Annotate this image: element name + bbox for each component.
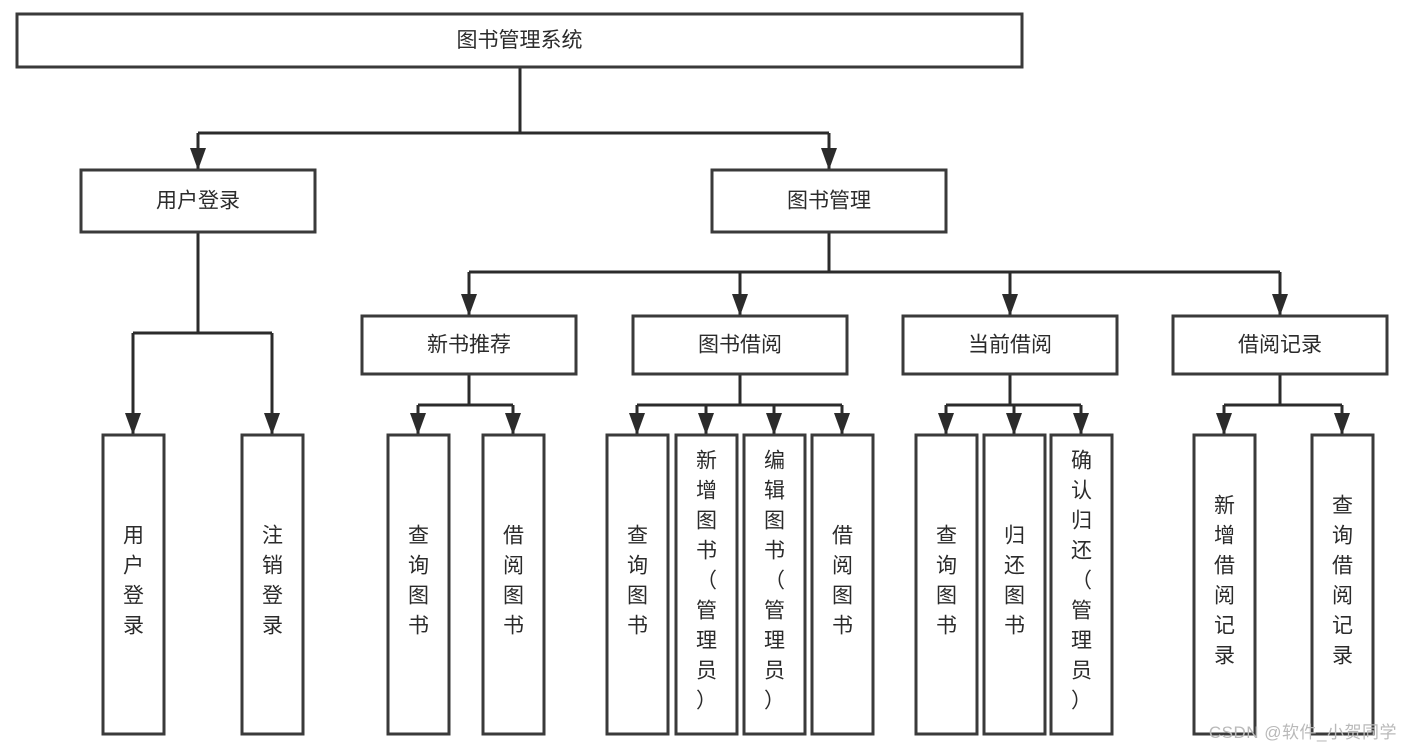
leaf-query-book-cur-node[interactable]: 查询图书: [914, 433, 979, 736]
user-login-label: 用户登录: [156, 190, 240, 213]
arrow-head-icon: [1334, 413, 1350, 435]
leaf-user-login-label: 用户登录: [123, 525, 144, 638]
leaf-confirm-return-admin-node[interactable]: 确认归还（管理员）: [1049, 433, 1114, 736]
connector-layer: [125, 67, 1350, 435]
arrow-head-icon: [629, 413, 645, 435]
arrow-head-icon: [505, 413, 521, 435]
arrow-head-icon: [821, 148, 837, 170]
leaf-query-book-rec-label: 查询图书: [408, 525, 429, 638]
leaf-query-borrow-record-node[interactable]: 查询借阅记录: [1310, 433, 1375, 736]
new-book-recommend-label: 新书推荐: [427, 334, 511, 357]
leaf-logout-node[interactable]: 注销登录: [240, 433, 305, 736]
borrow-record-node[interactable]: 借阅记录: [1171, 314, 1389, 376]
leaf-add-borrow-record-box[interactable]: [1192, 433, 1257, 736]
book-borrow-label: 图书借阅: [698, 334, 782, 357]
leaf-return-book-box[interactable]: [982, 433, 1047, 736]
arrow-head-icon: [1216, 413, 1232, 435]
current-borrow-box[interactable]: [901, 314, 1119, 376]
book-management-label: 图书管理: [787, 190, 871, 213]
book-management-box[interactable]: [710, 168, 948, 234]
leaf-add-book-admin-label: 新增图书（管理员）: [696, 450, 717, 713]
leaf-query-book-cur-box[interactable]: [914, 433, 979, 736]
arrow-head-icon: [190, 148, 206, 170]
leaf-add-book-admin-node[interactable]: 新增图书（管理员）: [674, 433, 739, 736]
leaf-edit-book-admin-box[interactable]: [742, 433, 807, 736]
arrow-head-icon: [1073, 413, 1089, 435]
leaf-query-book-node[interactable]: 查询图书: [605, 433, 670, 736]
book-borrow-node[interactable]: 图书借阅: [631, 314, 849, 376]
leaf-edit-book-admin-node[interactable]: 编辑图书（管理员）: [742, 433, 807, 736]
leaf-query-book-box[interactable]: [605, 433, 670, 736]
arrow-head-icon: [264, 413, 280, 435]
leaf-borrow-book-rec-label: 借阅图书: [503, 525, 524, 638]
leaf-user-login-node[interactable]: 用户登录: [101, 433, 166, 736]
arrow-head-icon: [1002, 294, 1018, 316]
leaf-query-book-label: 查询图书: [627, 525, 648, 638]
leaf-confirm-return-admin-box[interactable]: [1049, 433, 1114, 736]
leaf-query-borrow-record-box[interactable]: [1310, 433, 1375, 736]
leaf-confirm-return-admin-label: 确认归还（管理员）: [1071, 450, 1092, 713]
borrow-record-box[interactable]: [1171, 314, 1389, 376]
leaf-logout-label: 注销登录: [262, 525, 283, 638]
leaf-add-book-admin-box[interactable]: [674, 433, 739, 736]
arrow-head-icon: [766, 413, 782, 435]
leaf-edit-book-admin-label: 编辑图书（管理员）: [764, 450, 785, 713]
leaf-borrow-book-node[interactable]: 借阅图书: [810, 433, 875, 736]
book-borrow-box[interactable]: [631, 314, 849, 376]
arrow-head-icon: [410, 413, 426, 435]
leaf-logout-box[interactable]: [240, 433, 305, 736]
leaf-borrow-book-box[interactable]: [810, 433, 875, 736]
node-layer: 图书管理系统用户登录图书管理新书推荐图书借阅当前借阅借阅记录用户登录注销登录查询…: [15, 12, 1389, 736]
leaf-borrow-book-label: 借阅图书: [832, 525, 853, 638]
leaf-query-book-rec-node[interactable]: 查询图书: [386, 433, 451, 736]
arrow-head-icon: [461, 294, 477, 316]
user-login-box[interactable]: [79, 168, 317, 234]
arrow-head-icon: [938, 413, 954, 435]
arrow-head-icon: [125, 413, 141, 435]
current-borrow-label: 当前借阅: [968, 334, 1052, 357]
leaf-add-borrow-record-node[interactable]: 新增借阅记录: [1192, 433, 1257, 736]
root-node[interactable]: 图书管理系统: [15, 12, 1024, 69]
user-login-node[interactable]: 用户登录: [79, 168, 317, 234]
leaf-borrow-book-rec-node[interactable]: 借阅图书: [481, 433, 546, 736]
root-label: 图书管理系统: [457, 29, 583, 52]
arrow-head-icon: [732, 294, 748, 316]
csdn-watermark: CSDN @软件_小贺同学: [1208, 723, 1397, 742]
arrow-head-icon: [1272, 294, 1288, 316]
root-box[interactable]: [15, 12, 1024, 69]
leaf-query-book-rec-box[interactable]: [386, 433, 451, 736]
leaf-return-book-label: 归还图书: [1004, 525, 1025, 638]
borrow-record-label: 借阅记录: [1238, 334, 1322, 357]
arrow-head-icon: [698, 413, 714, 435]
new-book-recommend-box[interactable]: [360, 314, 578, 376]
leaf-borrow-book-rec-box[interactable]: [481, 433, 546, 736]
new-book-recommend-node[interactable]: 新书推荐: [360, 314, 578, 376]
book-management-node[interactable]: 图书管理: [710, 168, 948, 234]
leaf-return-book-node[interactable]: 归还图书: [982, 433, 1047, 736]
arrow-head-icon: [834, 413, 850, 435]
leaf-user-login-box[interactable]: [101, 433, 166, 736]
leaf-query-borrow-record-label: 查询借阅记录: [1332, 495, 1353, 668]
current-borrow-node[interactable]: 当前借阅: [901, 314, 1119, 376]
leaf-query-book-cur-label: 查询图书: [936, 525, 957, 638]
leaf-add-borrow-record-label: 新增借阅记录: [1214, 495, 1235, 668]
arrow-head-icon: [1006, 413, 1022, 435]
